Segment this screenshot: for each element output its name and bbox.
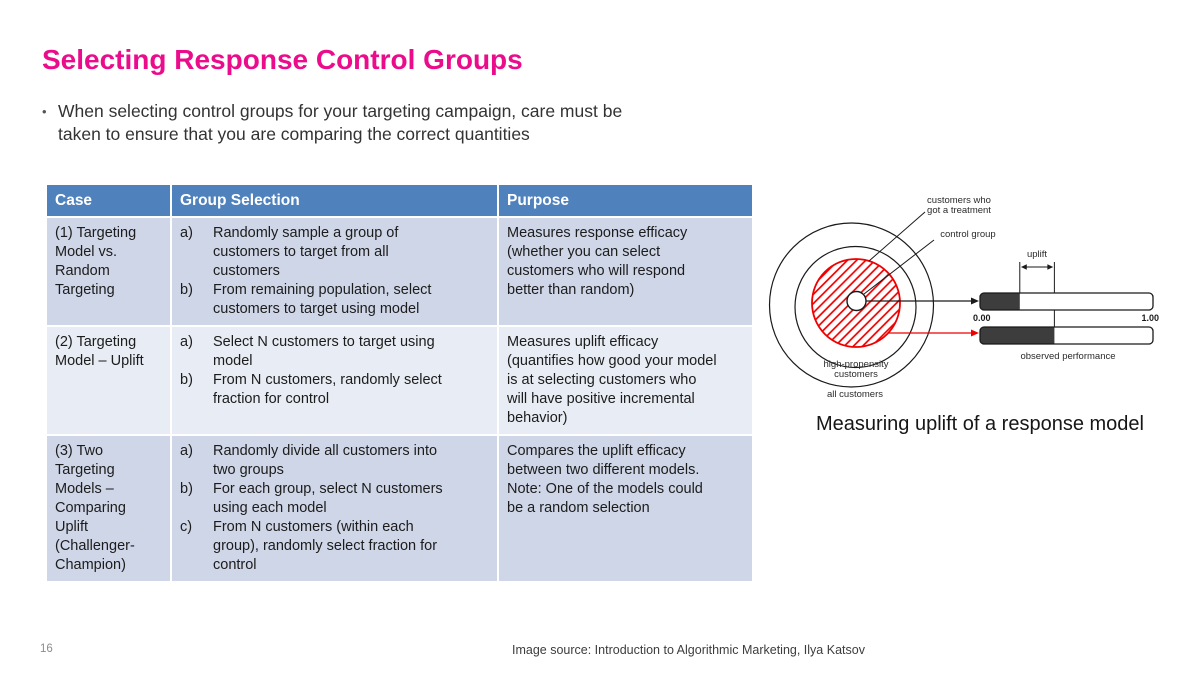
high-propensity-label: high-propensity	[824, 359, 889, 370]
control-leader-line	[863, 239, 935, 295]
control-performance-bar-outline	[979, 292, 1154, 311]
list-item: a) Select N customers to target using mo…	[180, 333, 489, 371]
diagram-caption: Measuring uplift of a response model	[816, 413, 1144, 435]
list-text: From remaining population, select custom…	[213, 282, 432, 317]
control-group-label: control group	[940, 229, 995, 240]
list-marker: b)	[180, 481, 193, 497]
list-text: Randomly sample a group of customers to …	[213, 225, 399, 279]
control-performance-bar	[980, 293, 1153, 310]
list-text: Randomly divide all customers into two g…	[213, 443, 438, 478]
case-cell: (2) Targeting Model – Uplift	[47, 327, 170, 434]
observed-performance-label: observed performance	[1020, 351, 1115, 362]
treatment-performance-bar-fill	[980, 327, 1055, 344]
bullet-icon: •	[42, 104, 47, 119]
high-propensity-circle	[794, 245, 917, 369]
list-item: a) Randomly divide all customers into tw…	[180, 442, 489, 480]
list-text: Select N customers to target using model	[213, 334, 435, 369]
list-item: b) For each group, select N customers us…	[180, 480, 489, 518]
uplift-arrowhead-right	[1047, 264, 1054, 270]
list-item: b) From N customers, randomly select fra…	[180, 371, 489, 409]
uplift-arrowhead-left	[1020, 264, 1027, 270]
table-row: (3) Two Targeting Models – Comparing Upl…	[47, 436, 752, 581]
list-marker: a)	[180, 225, 193, 241]
control-groups-table: Case Group Selection Purpose (1) Targeti…	[45, 183, 754, 583]
purpose-text: Compares the uplift efficacy between two…	[507, 443, 703, 516]
page-title: Selecting Response Control Groups	[42, 44, 523, 75]
purpose-cell: Measures uplift efficacy (quantifies how…	[499, 327, 752, 434]
table-row: (1) Targeting Model vs. Random Targeting…	[47, 218, 752, 325]
list-marker: b)	[180, 372, 193, 388]
table-header-row: Case Group Selection Purpose	[47, 185, 752, 216]
list-item: c) From N customers (within each group),…	[180, 518, 489, 575]
bullet-text: When selecting control groups for your t…	[58, 101, 623, 144]
scale-max-label: 1.00	[1141, 313, 1159, 323]
treatment-performance-arrowhead	[971, 329, 979, 337]
purpose-cell: Measures response efficacy (whether you …	[499, 218, 752, 325]
high-propensity-label: customers	[834, 369, 878, 380]
control-performance-arrowhead	[971, 297, 979, 305]
list-marker: c)	[180, 519, 193, 535]
treatment-leader-line	[868, 211, 926, 262]
page-number: 16	[40, 643, 53, 655]
uplift-label: uplift	[1027, 249, 1047, 260]
purpose-cell: Compares the uplift efficacy between two…	[499, 436, 752, 581]
treatment-label: customers who	[927, 195, 991, 206]
control-group-circle	[846, 290, 867, 312]
list-item: b) From remaining population, select cus…	[180, 281, 489, 319]
purpose-text: Measures uplift efficacy (quantifies how…	[507, 334, 717, 426]
all-customers-label: all customers	[827, 389, 883, 400]
list-item: a) Randomly sample a group of customers …	[180, 224, 489, 281]
list-text: From N customers, randomly select fracti…	[213, 372, 442, 407]
list-text: From N customers (within each group), ra…	[213, 519, 438, 573]
column-header-case: Case	[47, 185, 170, 216]
treatment-performance-bar-outline	[979, 326, 1154, 345]
group-selection-cell: a) Randomly sample a group of customers …	[172, 218, 497, 325]
column-header-group-selection: Group Selection	[172, 185, 497, 216]
case-cell: (3) Two Targeting Models – Comparing Upl…	[47, 436, 170, 581]
list-text: For each group, select N customers using…	[213, 481, 443, 516]
group-selection-cell: a) Select N customers to target using mo…	[172, 327, 497, 434]
all-customers-circle	[768, 222, 935, 388]
group-selection-cell: a) Randomly divide all customers into tw…	[172, 436, 497, 581]
treatment-label: got a treatment	[927, 205, 991, 216]
list-marker: b)	[180, 282, 193, 298]
purpose-text: Measures response efficacy (whether you …	[507, 225, 688, 298]
uplift-diagram: customers who got a treatment control gr…	[768, 195, 1159, 400]
case-cell: (1) Targeting Model vs. Random Targeting	[47, 218, 170, 325]
list-marker: a)	[180, 443, 193, 459]
control-performance-bar-fill	[980, 293, 1020, 310]
scale-min-label: 0.00	[973, 313, 991, 323]
column-header-purpose: Purpose	[499, 185, 752, 216]
image-source-note: Image source: Introduction to Algorithmi…	[512, 643, 865, 657]
table-row: (2) Targeting Model – Uplift a) Select N…	[47, 327, 752, 434]
list-marker: a)	[180, 334, 193, 350]
bullet-item: • When selecting control groups for your…	[42, 100, 652, 146]
